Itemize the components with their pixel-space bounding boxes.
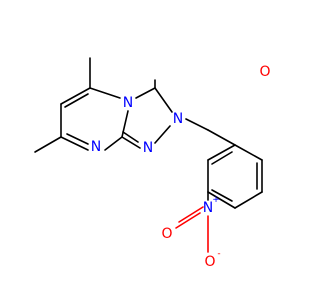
methyl-bond-bottom — [34, 136, 62, 153]
benzene-bond — [207, 144, 236, 161]
ring-bond-double — [122, 131, 139, 143]
atom-n-pyrimidine: N — [91, 139, 101, 155]
nitro-o-bond-double — [178, 206, 204, 223]
atom-n-benzyl: N — [173, 111, 183, 127]
ring-bond — [89, 87, 121, 99]
ring-bond — [121, 136, 141, 149]
ring-bond — [60, 136, 89, 151]
atom-label-layer: O N N N N N + O O - — [91, 64, 271, 270]
benzene-bond-double — [211, 151, 233, 165]
ring-bond — [154, 125, 171, 144]
nitro-o-bond — [175, 212, 201, 229]
ring-bond — [154, 87, 173, 113]
atom-n-triazole: N — [143, 140, 153, 156]
atom-o-nitro-left: O — [161, 226, 172, 242]
atom-n-nitro: N — [203, 200, 213, 216]
benzene-bond — [207, 191, 236, 209]
charge-minus: - — [217, 249, 220, 259]
ring-bond — [104, 136, 123, 151]
ring-bond-double — [64, 93, 89, 108]
molecule-structure: O N N N N N + O O - — [34, 57, 271, 270]
benzene-bond-double — [211, 189, 233, 202]
benzene-bond — [234, 144, 263, 161]
ring-bond — [60, 87, 91, 105]
atom-n-bridgehead: N — [123, 95, 133, 111]
ring-bond-double — [66, 133, 89, 145]
benzene-bond — [234, 191, 263, 209]
atom-o-carbonyl: O — [259, 64, 270, 80]
benzyl-bond — [185, 118, 209, 131]
bond-layer — [34, 57, 263, 253]
benzyl-bond — [207, 129, 236, 146]
atom-o-nitro-bottom: O — [204, 254, 215, 270]
ring-bond — [135, 87, 156, 99]
charge-plus: + — [212, 195, 220, 205]
